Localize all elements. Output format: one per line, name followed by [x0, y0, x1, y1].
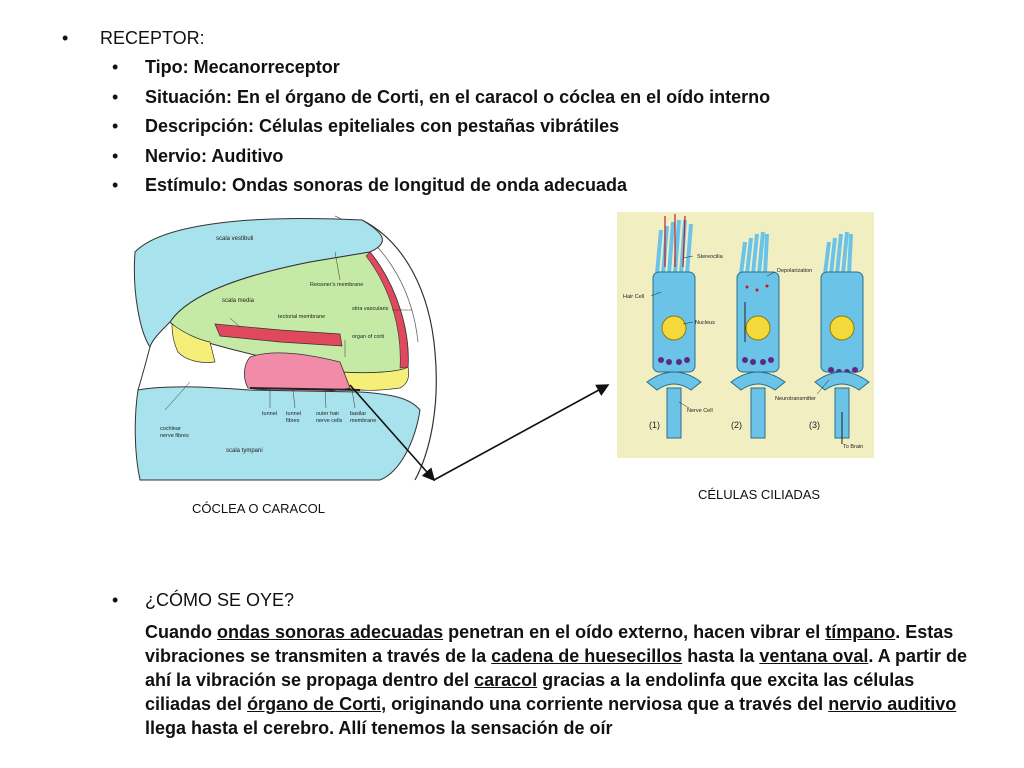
label-scala-tympani: scala tympani — [226, 448, 263, 454]
label-depolarization: Depolarization — [777, 268, 812, 274]
bullet: • — [112, 116, 119, 137]
text-segment: . A partir de ahí la vibración se propag… — [145, 646, 968, 690]
cochlea-caption: CÓCLEA O CARACOL — [192, 501, 325, 516]
keyword-timpano: tímpano — [825, 622, 896, 642]
scala-tympani-region — [134, 386, 421, 481]
bullet: • — [112, 86, 119, 107]
label-cochlear-2: nerve fibres — [160, 433, 189, 439]
bone-outline — [361, 219, 437, 481]
detail-text: Estímulo: Ondas sonoras de longitud de o… — [145, 175, 628, 196]
detail-text: Situación: En el órgano de Corti, en el … — [145, 86, 771, 107]
bullet: • — [112, 57, 119, 77]
label-cochlear-1: cochlear — [160, 426, 181, 432]
keyword-nervio-auditivo: nervio auditivo — [828, 694, 957, 714]
hearing-explanation-paragraph: Cuando ondas sonoras adecuadas penetran … — [145, 620, 985, 740]
label-basilar-2: membrane — [350, 418, 376, 424]
connector-line-down — [349, 384, 436, 482]
text-segment: . Estas vibraciones se transmiten a trav… — [145, 622, 954, 666]
text-segment: Cuando — [145, 622, 217, 642]
label-outer-hair-1: outer hair — [316, 411, 339, 417]
text-segment: , originando una corriente nerviosa que … — [381, 694, 829, 714]
limbus-cells — [171, 323, 216, 363]
tectorial-membrane — [214, 323, 343, 347]
receptor-label: RECEPTOR: — [100, 28, 205, 48]
detail-text: Descripción: Células epiteliales con pes… — [145, 116, 620, 137]
text-segment: hasta la — [682, 646, 760, 666]
hair-cell-3 — [814, 231, 870, 444]
label-neurotransmitter: Neurotransmitter — [775, 396, 816, 402]
label-tectorial-membrane: tectorial membrane — [278, 314, 325, 320]
keyword-huesecillos: cadena de huesecillos — [491, 646, 683, 666]
bullet: • — [112, 145, 119, 166]
hair-cells-diagram: Stereocilia Depolarization Hair Cell Nuc… — [617, 212, 874, 458]
bullet: • — [112, 590, 119, 610]
text-segment: penetran en el oído externo, hacen vibra… — [443, 622, 826, 642]
label-tunnel-fibres-1: tunnel — [286, 411, 301, 417]
keyword-organo-corti: órgano de Corti — [247, 694, 382, 714]
keyword-ventana-oval: ventana oval — [759, 646, 869, 666]
label-stage-1: (1) — [649, 420, 660, 430]
label-scala-media: scala media — [222, 298, 255, 304]
detail-text: Tipo: Mecanorreceptor — [145, 57, 340, 77]
bullet: • — [62, 28, 69, 48]
label-basilar-1: basilar — [350, 411, 366, 417]
label-tunnel-fibres-2: fibres — [286, 418, 300, 424]
label-stria-vascularis: stria vascularis — [352, 306, 389, 312]
hair-cell-2 — [730, 231, 786, 439]
label-stage-3: (3) — [809, 420, 820, 430]
detail-text: Nervio: Auditivo — [145, 145, 284, 166]
cochlea-diagram: scala vestibuli Reissner's membrane scal… — [133, 215, 437, 481]
connector-line-up — [433, 384, 610, 481]
bullet: • — [112, 175, 119, 196]
keyword-caracol: caracol — [474, 670, 538, 690]
text-segment: llega hasta el cerebro. Allí tenemos la … — [145, 718, 613, 738]
label-to-brain: To Brain — [843, 444, 863, 450]
outer-supporting-cells — [339, 366, 410, 391]
hair-cell-1 — [646, 214, 702, 439]
label-tunnel: tunnel — [262, 411, 277, 417]
label-outer-hair-2: nerve cells — [316, 418, 343, 424]
label-nerve-cell: Nerve Cell — [687, 408, 713, 414]
label-stage-2: (2) — [731, 420, 742, 430]
hair-cells-caption: CÉLULAS CILIADAS — [698, 487, 821, 502]
label-stereocilia: Stereocilia — [697, 254, 724, 260]
label-organ-of-corti: organ of corti — [352, 334, 384, 340]
label-scala-vestibuli: scala vestibuli — [216, 236, 253, 242]
label-reissners-membrane: Reissner's membrane — [310, 282, 363, 288]
label-hair-cell: Hair Cell — [623, 294, 644, 300]
text-segment: gracias a la endolinfa que excita las cé… — [145, 670, 915, 714]
how-question: ¿CÓMO SE OYE? — [145, 590, 295, 610]
keyword-ondas-sonoras: ondas sonoras adecuadas — [217, 622, 444, 642]
label-nucleus: Nucleus — [695, 320, 715, 326]
